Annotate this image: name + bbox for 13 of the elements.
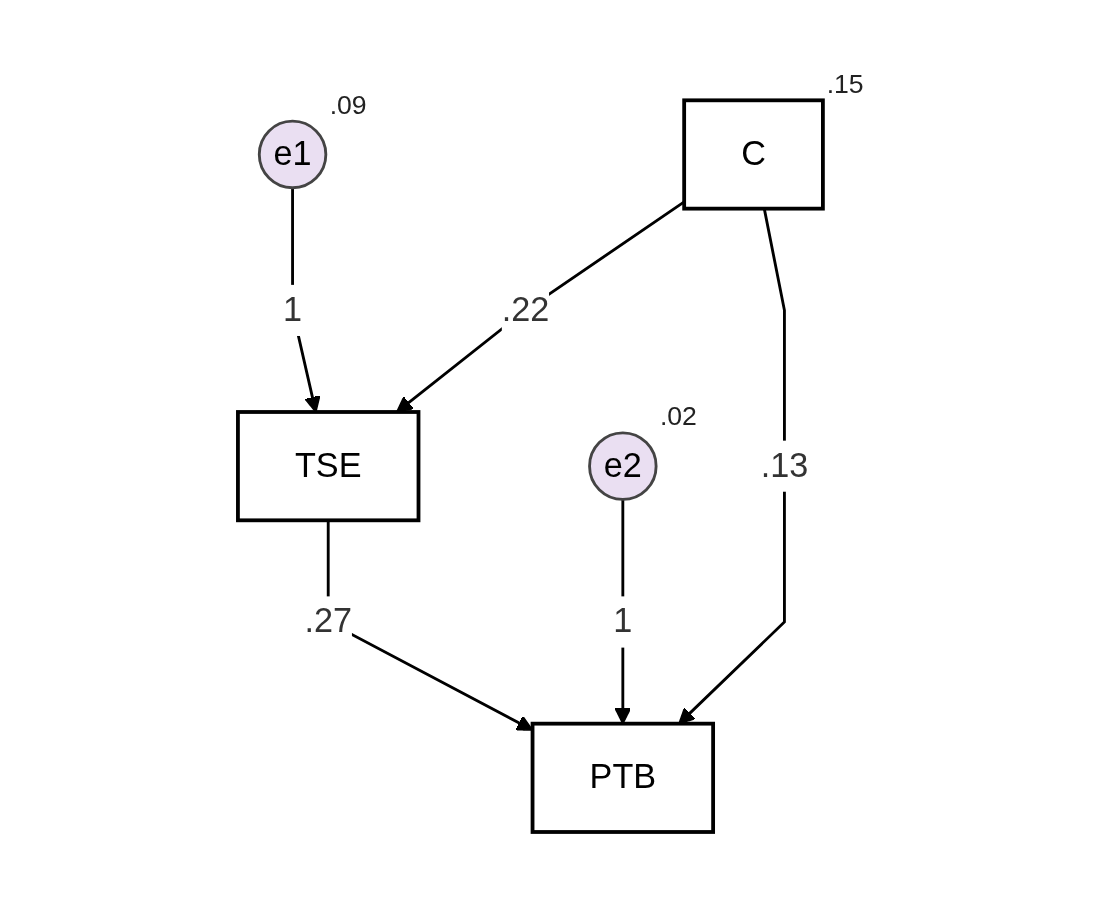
node-box: C xyxy=(682,97,825,211)
edge-label: .22 xyxy=(501,289,550,328)
node-circle: e2 xyxy=(588,430,658,501)
edge-label: 1 xyxy=(283,289,303,328)
edge-label: 1 xyxy=(613,601,633,640)
node-box: TSE xyxy=(236,409,421,522)
value-label: .09 xyxy=(329,89,367,120)
edge-label: .13 xyxy=(760,445,809,484)
edge-label: .27 xyxy=(304,601,352,640)
node-circle: e1 xyxy=(257,119,328,189)
value-label: .02 xyxy=(659,400,697,431)
node-box: PTB xyxy=(530,721,715,834)
value-label: .15 xyxy=(826,68,864,99)
